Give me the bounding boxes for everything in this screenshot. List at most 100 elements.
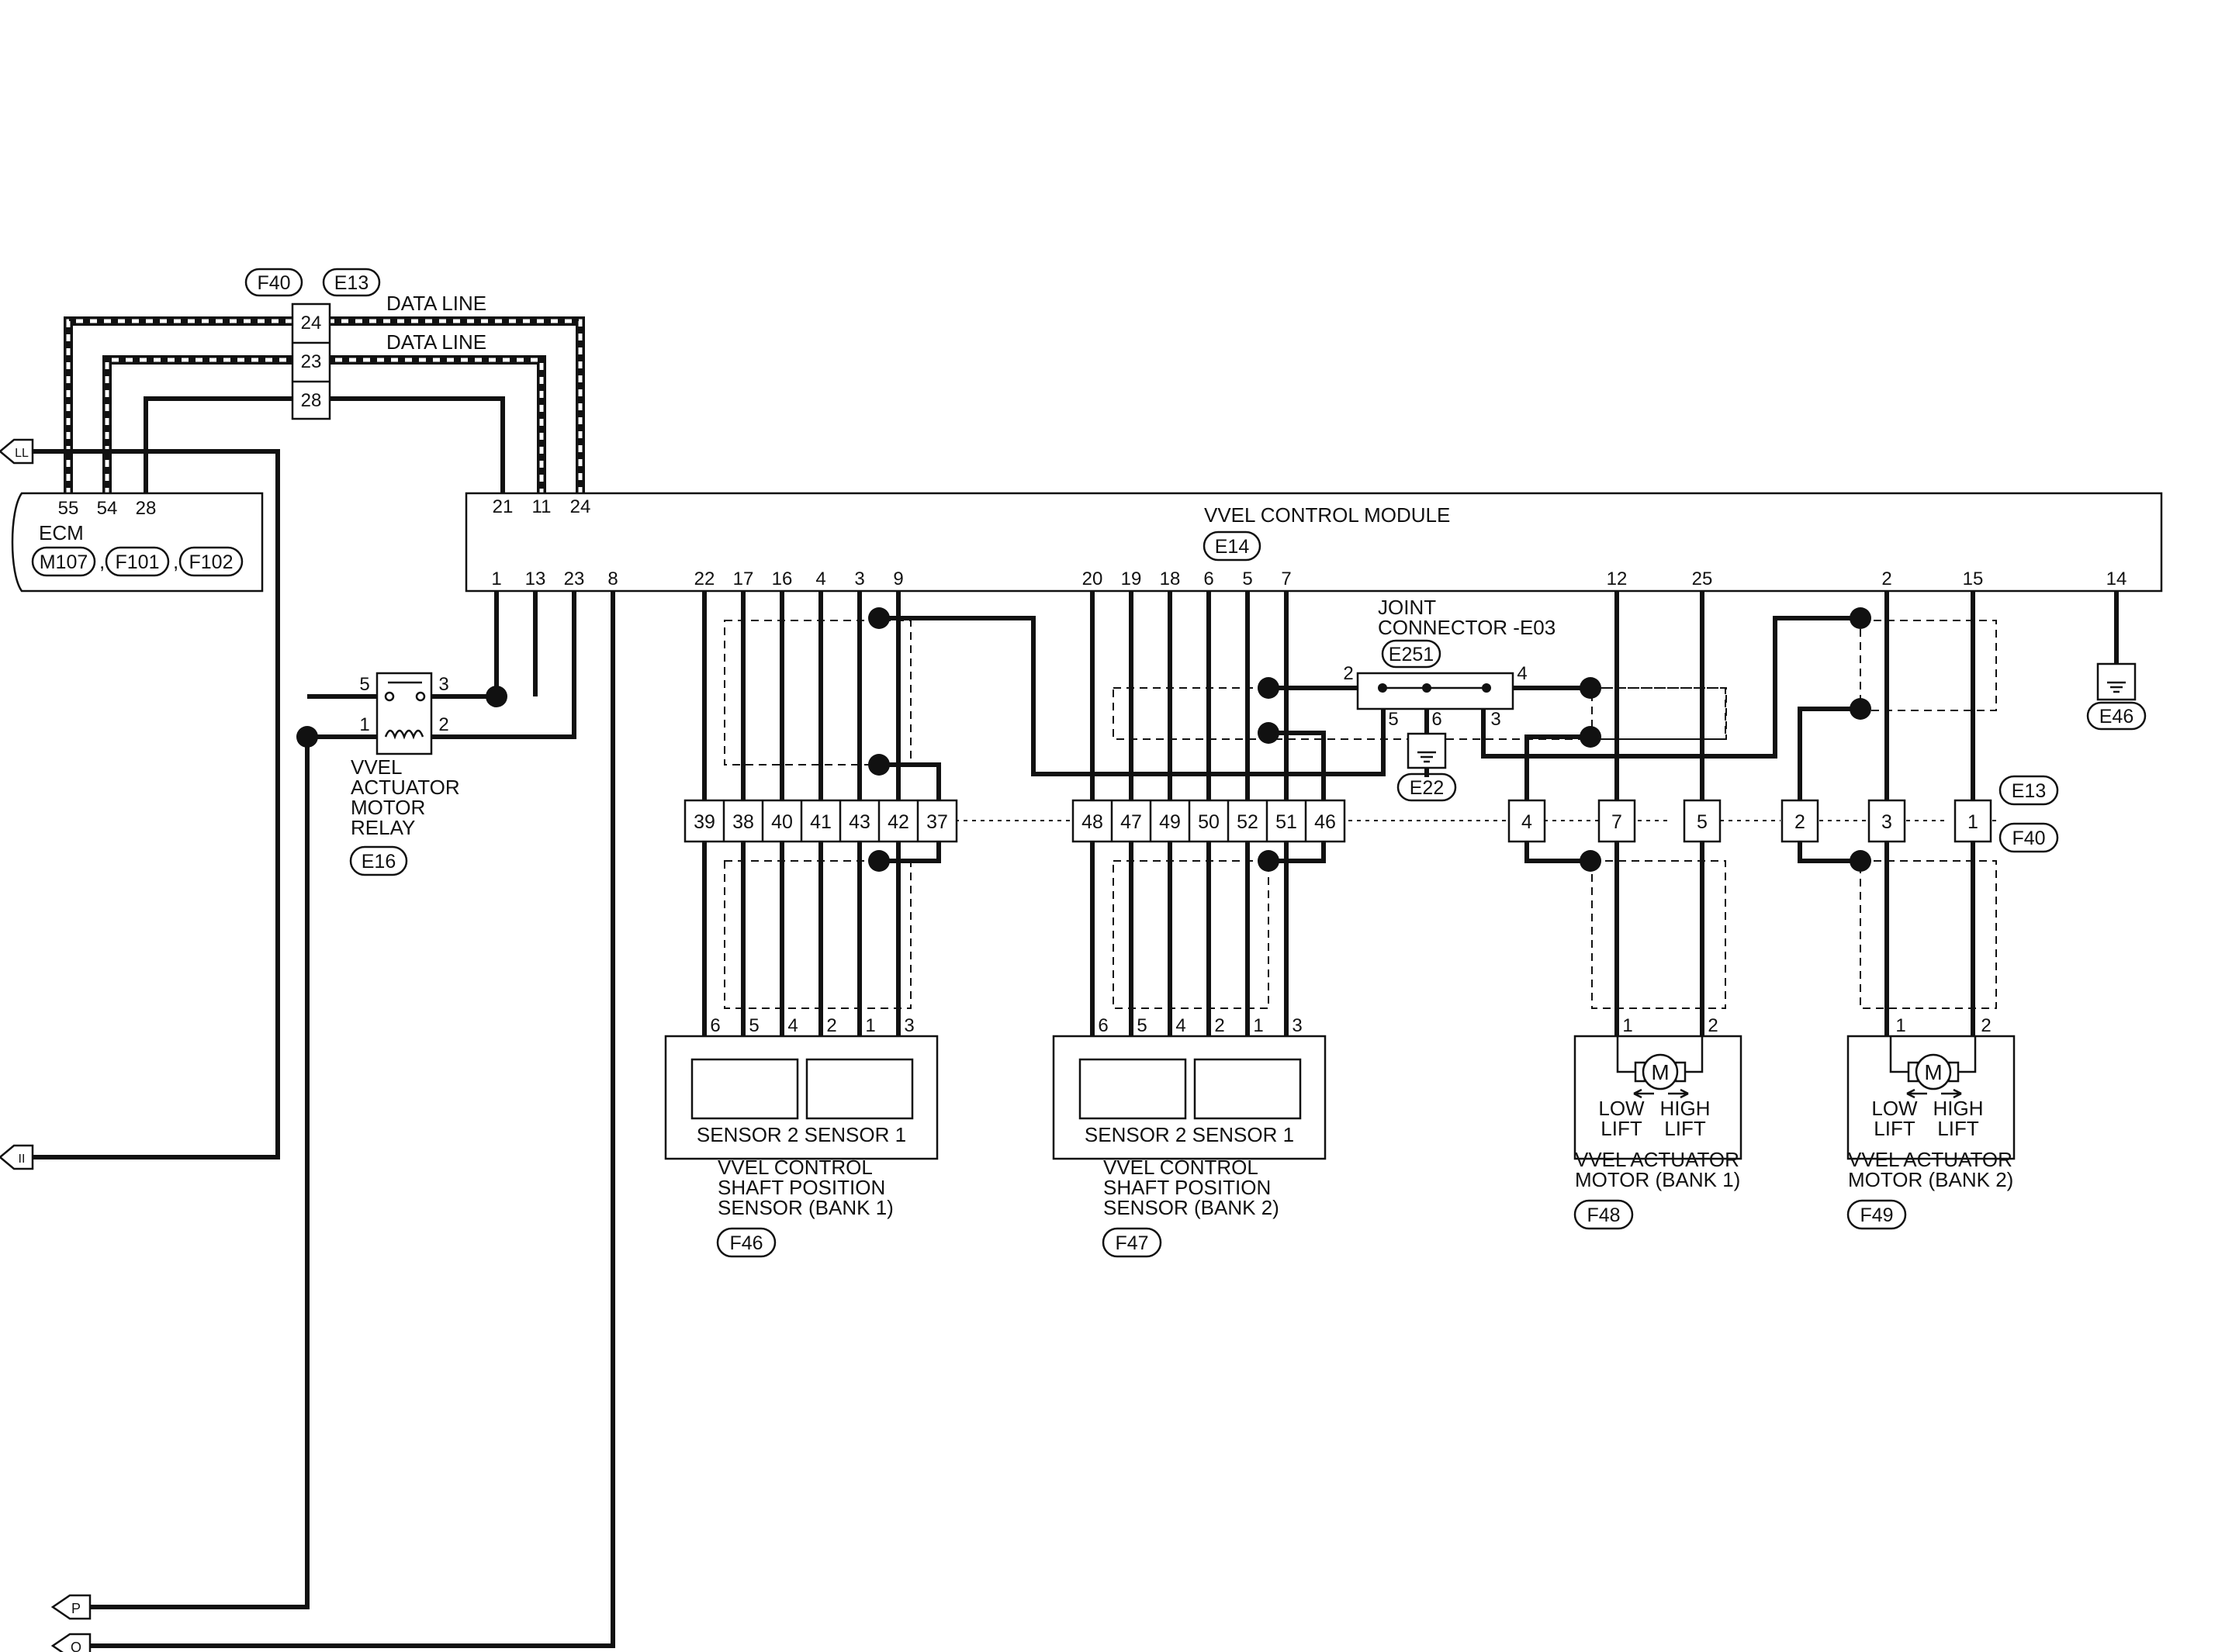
page-ref-p: P	[50, 1594, 92, 1620]
svg-text:CONNECTOR -E03: CONNECTOR -E03	[1378, 616, 1556, 639]
wire-relay1-p	[90, 734, 377, 1609]
tag-f40-top: F40	[244, 268, 303, 297]
ground-e22: E22	[1396, 732, 1457, 802]
svg-text:SHAFT POSITION: SHAFT POSITION	[1103, 1176, 1271, 1199]
sensor-bank2-pin: 1	[1253, 1015, 1263, 1036]
svg-text:MOTOR: MOTOR	[351, 796, 425, 819]
sensor-bank1-pin: 5	[749, 1015, 759, 1036]
svg-text:SENSOR (BANK 1): SENSOR (BANK 1)	[718, 1196, 894, 1219]
module-bottom-pin: 25	[1692, 569, 1713, 589]
inline-pin: 47	[1120, 811, 1142, 833]
junction-relay1	[296, 726, 318, 748]
svg-text:5: 5	[1388, 709, 1398, 730]
svg-text:HIGH: HIGH	[1660, 1097, 1711, 1120]
svg-text:M: M	[1651, 1060, 1669, 1084]
ecm-pin-55: 55	[58, 498, 79, 519]
inline-pin: 5	[1697, 811, 1708, 833]
sensor-bank1-pin: 1	[865, 1015, 875, 1036]
relay-pin-3: 3	[438, 674, 448, 695]
inline-pin: 43	[849, 811, 870, 833]
data-line-label-2: DATA LINE	[386, 330, 486, 354]
relay-tag-e16: E16	[362, 851, 396, 873]
svg-text:VVEL CONTROL: VVEL CONTROL	[1103, 1156, 1258, 1179]
module-top-pin-24: 24	[570, 496, 591, 517]
module-bottom-pin: 19	[1121, 569, 1142, 589]
svg-text:,: ,	[99, 550, 105, 573]
tag-e13-top: E13	[322, 268, 381, 297]
svg-text:VVEL CONTROL: VVEL CONTROL	[718, 1156, 873, 1179]
inline-pin: 40	[771, 811, 793, 833]
svg-text:II: II	[19, 1153, 26, 1166]
ecm-tag-f101: F101	[116, 551, 160, 573]
svg-text:E46: E46	[2099, 706, 2133, 728]
wire-module23-relay2	[431, 591, 576, 739]
motor-bank1-symbol	[1642, 1053, 1679, 1090]
sensor-bank1-pin: 3	[904, 1015, 914, 1036]
inline-pin: 1	[1967, 811, 1978, 833]
module-bottom-pin: 15	[1963, 569, 1984, 589]
sensor-bank1: SENSOR 2 SENSOR 1 VVEL CONTROL SHAFT POS…	[664, 1035, 939, 1258]
inline-tag-e13: E13	[1998, 775, 2059, 806]
svg-text:SENSOR (BANK 2): SENSOR (BANK 2)	[1103, 1196, 1279, 1219]
module-bottom-pin: 17	[733, 569, 754, 589]
sensor-bank2-pin: 3	[1292, 1015, 1302, 1036]
inline-pin: 50	[1198, 811, 1220, 833]
inline-pin: 48	[1081, 811, 1103, 833]
ecm-pin-28: 28	[136, 498, 157, 519]
motor-bank2: M LOW LIFT HIGH LIFT VVEL ACTUATOR MOTOR…	[1846, 1035, 2016, 1230]
inline-pin: 52	[1237, 811, 1258, 833]
module-bottom-pin: 14	[2106, 569, 2127, 589]
module-bottom-pin: 8	[607, 569, 618, 589]
svg-text:F40: F40	[257, 272, 290, 294]
motor-bank1: M LOW LIFT HIGH LIFT VVEL ACTUATOR MOTOR…	[1573, 1035, 1742, 1230]
inline-pin: 39	[694, 811, 715, 833]
motor-bank2-symbol	[1915, 1053, 1952, 1090]
ecm-label: ECM	[39, 521, 84, 544]
page-ref-q: Q	[50, 1633, 92, 1652]
sensor-bank2-pin: 2	[1214, 1015, 1224, 1036]
svg-text:4: 4	[1517, 663, 1527, 684]
svg-text:F40: F40	[2012, 828, 2045, 849]
svg-text:,: ,	[173, 550, 178, 573]
module-bottom-pin: 22	[694, 569, 715, 589]
svg-text:RELAY: RELAY	[351, 816, 415, 839]
svg-text:LIFT: LIFT	[1601, 1117, 1642, 1140]
module-bottom-pin: 20	[1082, 569, 1103, 589]
svg-text:2: 2	[1343, 663, 1353, 684]
motor-bank1-pin: 1	[1622, 1015, 1632, 1036]
sensor-bank2-pin: 5	[1137, 1015, 1147, 1036]
junction-relay3	[486, 686, 507, 707]
svg-text:MOTOR (BANK 2): MOTOR (BANK 2)	[1848, 1168, 2013, 1191]
inline-pin: 37	[926, 811, 948, 833]
svg-text:LIFT: LIFT	[1874, 1117, 1915, 1140]
module-name: VVEL CONTROL MODULE	[1204, 503, 1450, 527]
relay-pin-1: 1	[359, 714, 369, 735]
sensor-bank2-tag: F47	[1115, 1232, 1148, 1254]
module-bottom-pin: 12	[1607, 569, 1628, 589]
joint-tag-e251: E251	[1389, 644, 1434, 665]
motor-bank1-tag: F48	[1587, 1204, 1620, 1226]
ecm-pin-54: 54	[97, 498, 118, 519]
shield-junctions	[868, 607, 1871, 872]
vvel-actuator-motor-relay: 5 3 1 2 VVEL ACTUATOR MOTOR RELAY E16	[349, 672, 460, 876]
svg-text:E13: E13	[2012, 780, 2046, 802]
svg-text:LL: LL	[15, 447, 29, 460]
svg-text:ACTUATOR: ACTUATOR	[351, 776, 460, 799]
svg-text:SENSOR 2 SENSOR 1: SENSOR 2 SENSOR 1	[697, 1123, 906, 1146]
data-line-label-1: DATA LINE	[386, 292, 486, 315]
sensor-bank2: SENSOR 2 SENSOR 1 VVEL CONTROL SHAFT POS…	[1052, 1035, 1327, 1258]
motor-bank1-pin: 2	[1708, 1015, 1718, 1036]
svg-text:E13: E13	[334, 272, 369, 294]
ecm-tag-f102: F102	[189, 551, 234, 573]
sensor-bank2-pin: 4	[1175, 1015, 1185, 1036]
module-bottom-pin: 3	[854, 569, 864, 589]
ecm-box: 55 54 28 ECM M107 , F101 , F102	[11, 492, 264, 593]
svg-text:Q: Q	[71, 1640, 81, 1652]
module-top-pin-21: 21	[493, 496, 514, 517]
wire-ll-ii	[33, 449, 280, 1160]
inline-pin: 42	[888, 811, 909, 833]
module-bottom-pin: 7	[1281, 569, 1291, 589]
module-tag-e14: E14	[1215, 536, 1250, 558]
